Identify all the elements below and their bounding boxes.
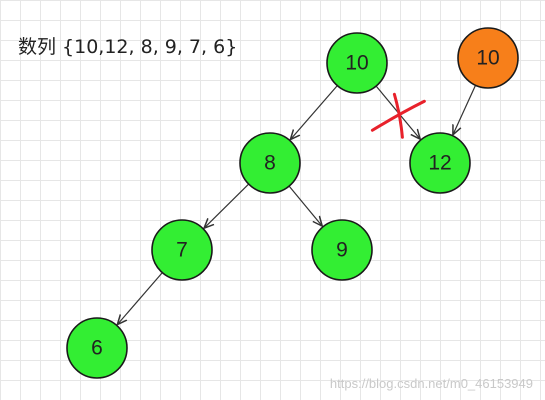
node-label: 10 — [476, 47, 499, 70]
node-label: 8 — [264, 152, 276, 175]
tree-node-n9: 9 — [311, 219, 373, 281]
node-circle — [311, 219, 373, 281]
node-circle — [239, 132, 301, 194]
tree-node-n12: 12 — [409, 132, 471, 194]
tree-node-n6: 6 — [66, 317, 128, 379]
node-label: 9 — [336, 239, 348, 262]
node-circle — [151, 219, 213, 281]
node-circle — [66, 317, 128, 379]
sequence-caption: 数列 {10,12, 8, 9, 7, 6} — [18, 36, 238, 58]
node-circle — [457, 27, 519, 89]
edge-n7-n6 — [117, 272, 163, 325]
tree-node-n8: 8 — [239, 132, 301, 194]
tree-node-n7: 7 — [151, 219, 213, 281]
tree-node-root: 10 — [326, 32, 388, 94]
tree-node-new10: 10 — [457, 27, 519, 89]
edge-n8-n7 — [204, 183, 250, 228]
node-label: 6 — [91, 337, 103, 360]
node-circle — [409, 132, 471, 194]
edge-new10-n12 — [453, 85, 477, 135]
watermark: https://blog.csdn.net/m0_46153949 — [329, 376, 533, 391]
edge-n8-n9 — [288, 185, 322, 226]
cross-out-mark — [370, 92, 426, 139]
node-label: 10 — [345, 52, 368, 75]
node-circle — [326, 32, 388, 94]
node-label: 12 — [428, 152, 451, 175]
edge-root-n8 — [290, 85, 338, 140]
node-label: 7 — [176, 239, 188, 262]
